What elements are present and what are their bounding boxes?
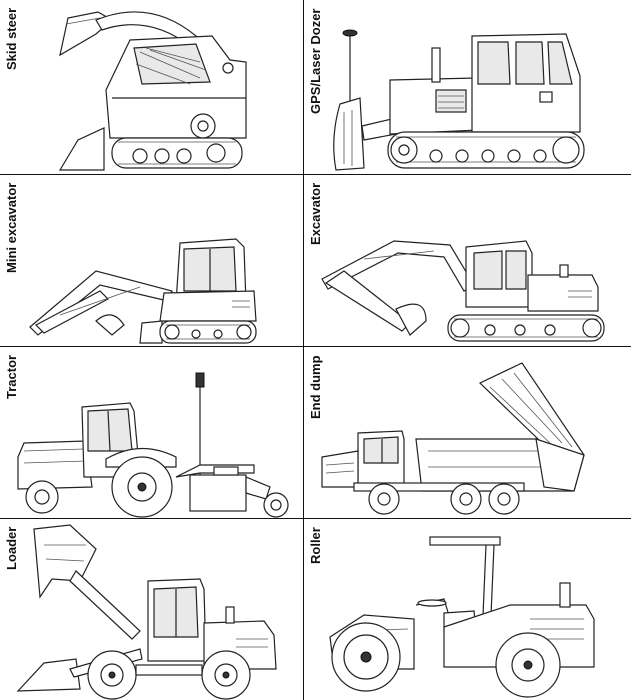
horizontal-divider-3 xyxy=(0,518,631,519)
roller-illustration xyxy=(329,536,595,698)
cell-skid-steer: Skid steer xyxy=(0,0,303,174)
cell-gps-laser-dozer: GPS/Laser Dozer xyxy=(304,0,631,174)
vertical-divider xyxy=(303,0,304,700)
tractor-illustration xyxy=(17,372,289,518)
cell-excavator: Excavator xyxy=(304,175,631,346)
loader-illustration xyxy=(16,524,277,700)
cell-loader: Loader xyxy=(0,519,303,700)
gps-laser-dozer-illustration xyxy=(333,29,585,171)
horizontal-divider-2 xyxy=(0,346,631,347)
cell-tractor: Tractor xyxy=(0,347,303,518)
cell-end-dump: End dump xyxy=(304,347,631,518)
horizontal-divider-1 xyxy=(0,174,631,175)
skid-steer-illustration xyxy=(58,11,247,171)
excavator-illustration xyxy=(321,240,605,342)
end-dump-illustration xyxy=(321,362,585,515)
mini-excavator-illustration xyxy=(29,238,257,344)
cell-roller: Roller xyxy=(304,519,631,700)
cell-mini-excavator: Mini excavator xyxy=(0,175,303,346)
